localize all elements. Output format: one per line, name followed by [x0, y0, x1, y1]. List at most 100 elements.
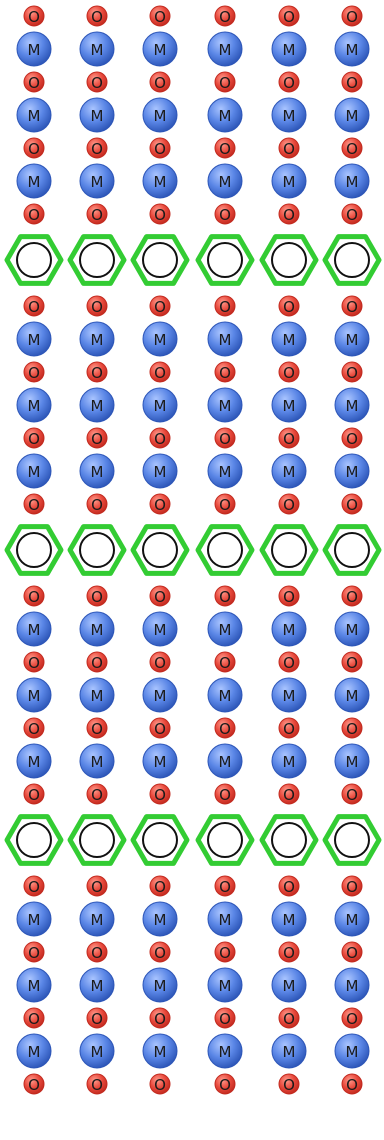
metal-label: M — [91, 173, 104, 191]
oxygen-label: O — [219, 206, 231, 224]
oxygen-label: O — [346, 496, 358, 514]
metal-atom: M — [271, 453, 307, 489]
oxygen-label: O — [346, 8, 358, 26]
metal-atom: M — [142, 97, 178, 133]
oxygen-label: O — [154, 496, 166, 514]
oxygen-label: O — [283, 74, 295, 92]
oxygen-label: O — [283, 206, 295, 224]
metal-atom: M — [79, 31, 115, 67]
oxygen-atom: O — [278, 5, 300, 27]
benzene-linker — [259, 814, 319, 866]
oxygen-label: O — [28, 1010, 40, 1028]
aromatic-ring — [207, 532, 243, 568]
metal-label: M — [219, 753, 232, 771]
oxygen-atom: O — [341, 941, 363, 963]
aromatic-ring — [334, 822, 370, 858]
benzene-linker — [67, 234, 127, 286]
metal-atom: M — [271, 31, 307, 67]
oxygen-atom: O — [341, 875, 363, 897]
oxygen-label: O — [28, 786, 40, 804]
oxygen-label: O — [283, 430, 295, 448]
oxygen-atom: O — [149, 203, 171, 225]
oxygen-atom: O — [149, 71, 171, 93]
metal-label: M — [91, 687, 104, 705]
metal-label: M — [154, 621, 167, 639]
oxygen-atom: O — [86, 717, 108, 739]
metal-label: M — [28, 41, 41, 59]
metal-atom: M — [334, 321, 370, 357]
oxygen-atom: O — [214, 1073, 236, 1095]
oxygen-label: O — [154, 1010, 166, 1028]
oxygen-label: O — [154, 786, 166, 804]
aromatic-ring — [207, 822, 243, 858]
metal-atom: M — [207, 453, 243, 489]
metal-label: M — [154, 173, 167, 191]
oxygen-atom: O — [341, 5, 363, 27]
oxygen-atom: O — [278, 1007, 300, 1029]
metal-atom: M — [142, 743, 178, 779]
metal-label: M — [346, 173, 359, 191]
oxygen-label: O — [91, 430, 103, 448]
oxygen-label: O — [28, 720, 40, 738]
metal-label: M — [28, 173, 41, 191]
metal-atom: M — [142, 967, 178, 1003]
oxygen-label: O — [91, 8, 103, 26]
metal-atom: M — [271, 611, 307, 647]
metal-atom: M — [142, 677, 178, 713]
oxygen-label: O — [154, 878, 166, 896]
metal-label: M — [346, 753, 359, 771]
benzene-linker — [259, 524, 319, 576]
metal-label: M — [154, 977, 167, 995]
metal-label: M — [154, 397, 167, 415]
oxygen-atom: O — [149, 493, 171, 515]
oxygen-label: O — [28, 878, 40, 896]
oxygen-atom: O — [23, 875, 45, 897]
oxygen-label: O — [346, 588, 358, 606]
oxygen-atom: O — [86, 295, 108, 317]
oxygen-atom: O — [149, 875, 171, 897]
oxygen-label: O — [91, 654, 103, 672]
oxygen-atom: O — [214, 493, 236, 515]
metal-atom: M — [16, 321, 52, 357]
oxygen-label: O — [346, 786, 358, 804]
metal-label: M — [283, 397, 296, 415]
metal-label: M — [283, 687, 296, 705]
metal-label: M — [346, 107, 359, 125]
oxygen-atom: O — [214, 5, 236, 27]
metal-atom: M — [142, 31, 178, 67]
oxygen-atom: O — [86, 783, 108, 805]
metal-atom: M — [271, 321, 307, 357]
metal-label: M — [219, 173, 232, 191]
oxygen-atom: O — [149, 651, 171, 673]
metal-label: M — [91, 977, 104, 995]
metal-label: M — [283, 173, 296, 191]
oxygen-atom: O — [214, 717, 236, 739]
metal-atom: M — [271, 677, 307, 713]
oxygen-atom: O — [86, 585, 108, 607]
oxygen-atom: O — [341, 295, 363, 317]
oxygen-atom: O — [86, 1073, 108, 1095]
metal-atom: M — [271, 743, 307, 779]
oxygen-atom: O — [23, 1007, 45, 1029]
oxygen-label: O — [154, 206, 166, 224]
oxygen-label: O — [154, 720, 166, 738]
benzene-linker — [130, 814, 190, 866]
oxygen-label: O — [91, 1076, 103, 1094]
oxygen-label: O — [28, 1076, 40, 1094]
benzene-linker — [67, 524, 127, 576]
oxygen-label: O — [91, 496, 103, 514]
metal-label: M — [154, 331, 167, 349]
oxygen-atom: O — [149, 1073, 171, 1095]
oxygen-atom: O — [214, 361, 236, 383]
metal-label: M — [154, 911, 167, 929]
oxygen-label: O — [91, 1010, 103, 1028]
metal-label: M — [28, 107, 41, 125]
aromatic-ring — [271, 242, 307, 278]
metal-label: M — [346, 463, 359, 481]
metal-label: M — [219, 331, 232, 349]
oxygen-label: O — [219, 430, 231, 448]
metal-label: M — [28, 397, 41, 415]
oxygen-atom: O — [214, 941, 236, 963]
oxygen-atom: O — [23, 137, 45, 159]
